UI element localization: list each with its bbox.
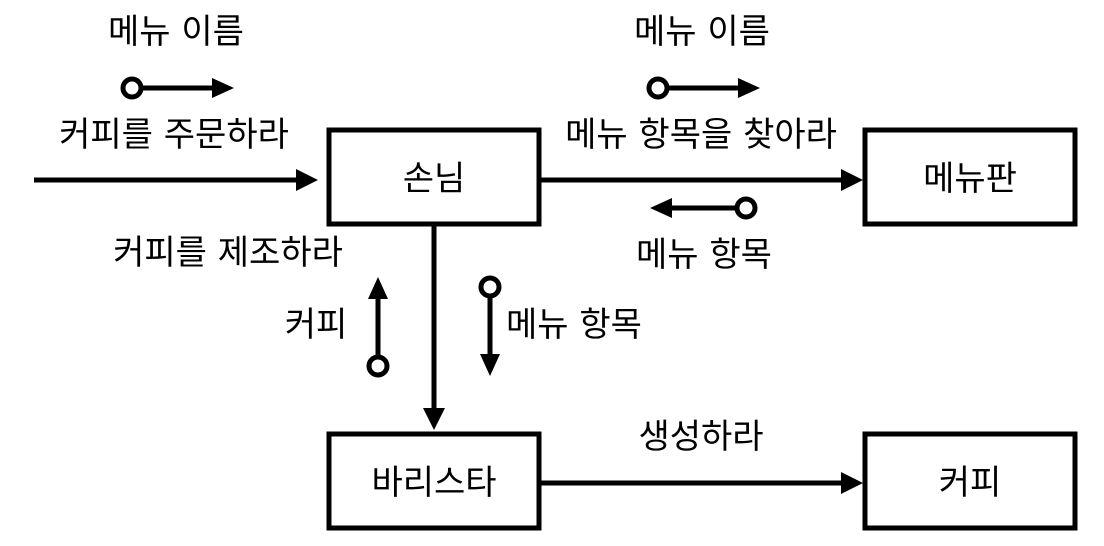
node-customer: 손님 [326,127,542,227]
data-token-icon [120,76,144,100]
param-menu-item-return-arrow [650,196,758,220]
param-menu-name-to-board-arrow [646,76,760,100]
arrow-head-icon [650,198,672,218]
node-menu-board: 메뉴판 [862,127,1078,227]
param-coffee-return-label: 커피 [285,305,348,345]
node-coffee: 커피 [862,431,1078,531]
node-barista-label: 바리스타 [371,463,496,503]
edge-make-coffee-label: 커피를 제조하라 [113,233,343,273]
edge-create [539,472,863,494]
param-menu-name-in-label: 메뉴 이름 [108,12,244,52]
node-customer-label: 손님 [403,159,466,199]
arrow-head-icon [212,78,234,98]
arrow-head-icon [296,169,318,191]
node-coffee-label: 커피 [939,463,1002,503]
arrow-head-icon [738,78,760,98]
data-token-icon [366,354,390,378]
node-barista: 바리스타 [326,431,542,531]
arrow-head-icon [480,354,500,376]
node-menu-board-label: 메뉴판 [923,159,1017,199]
arrow-head-icon [368,277,388,299]
arrow-head-icon [841,169,863,191]
edge-find-menu-item [539,169,863,191]
arrow-head-icon [423,408,445,430]
data-token-icon [646,76,670,100]
edge-find-menu-item-label: 메뉴 항목을 찾아라 [565,115,837,155]
param-menu-item-to-barista-arrow [478,275,502,376]
data-token-icon [734,196,758,220]
edge-order-coffee-label: 커피를 주문하라 [59,115,289,155]
param-coffee-return-arrow [366,277,390,378]
edge-create-label: 생성하라 [638,417,763,457]
edge-make-coffee [423,224,445,430]
arrow-head-icon [841,472,863,494]
param-menu-name-in-arrow [120,76,234,100]
data-token-icon [478,275,502,299]
param-menu-item-return-label: 메뉴 항목 [636,235,772,275]
edge-order-coffee [34,169,318,191]
param-menu-item-to-barista-label: 메뉴 항목 [506,305,642,345]
param-menu-name-to-board-label: 메뉴 이름 [634,12,770,52]
